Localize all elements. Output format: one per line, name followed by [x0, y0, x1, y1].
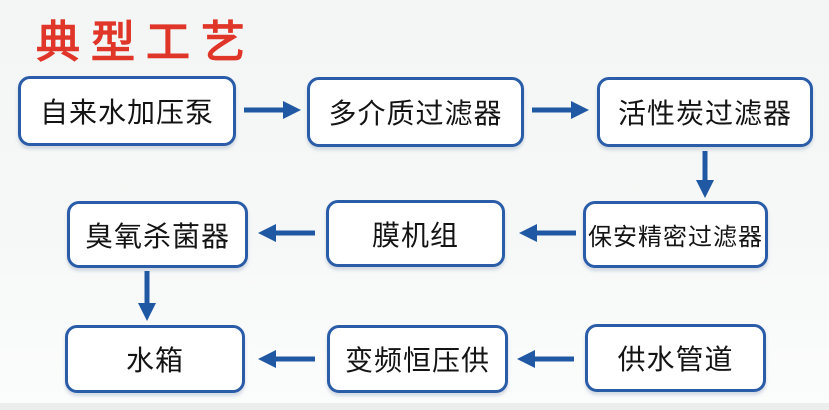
- node-multi-media-filter: 多介质过滤器: [307, 77, 524, 147]
- node-water-tank: 水箱: [65, 325, 245, 393]
- bottom-divider: [0, 403, 829, 410]
- arrow-ozone-to-tank-icon: [138, 271, 156, 321]
- arrow-vfd-to-tank-icon: [258, 350, 315, 368]
- arrow-multi-media-to-carbon-icon: [532, 101, 589, 119]
- arrow-security-to-membrane-icon: [519, 224, 576, 242]
- node-ozone-sterilizer: 臭氧杀菌器: [67, 201, 248, 268]
- node-activated-carbon-filter: 活性炭过滤器: [597, 77, 813, 147]
- arrow-membrane-to-ozone-icon: [258, 224, 315, 242]
- page-title: 典型工艺: [36, 18, 256, 67]
- node-tap-water-pump: 自来水加压泵: [18, 76, 236, 146]
- node-water-supply-pipeline: 供水管道: [585, 324, 766, 392]
- arrow-carbon-to-security-icon: [696, 151, 714, 198]
- arrow-pipeline-to-vfd-icon: [517, 350, 574, 368]
- arrow-tap-water-to-multi-media-icon: [244, 101, 301, 119]
- node-security-precision-filter: 保安精密过滤器: [583, 201, 768, 268]
- node-vfd-constant-pressure-supply: 变频恒压供: [327, 325, 508, 393]
- node-membrane-unit: 膜机组: [326, 200, 505, 267]
